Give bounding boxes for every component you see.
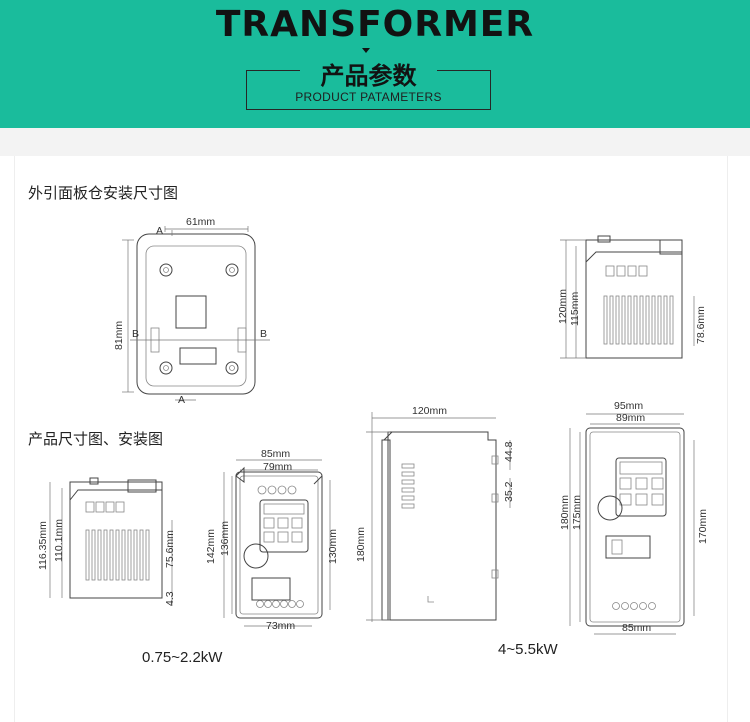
dim-small-side-h4: 4.3 [164, 591, 176, 606]
dim-large-side-w: 120mm [412, 405, 447, 417]
dim-small-side-h2: 110.1mm [53, 519, 65, 562]
dim-large-front-h1: 180mm [559, 495, 571, 530]
product-dimension-heading: 产品尺寸图、安装图 [28, 430, 164, 448]
large-front-drawing [569, 413, 695, 635]
dim-panel-height: 81mm [113, 321, 125, 350]
vent-slots-small [85, 529, 150, 581]
panel-install-heading: 外引面板仓安装尺寸图 [28, 184, 179, 202]
panel-cutout-drawing [122, 226, 270, 401]
dim-small-side-h3: 75.6mm [164, 530, 176, 568]
vent-slots-top [603, 295, 674, 345]
dim-large-side-d2: 35.2 [503, 481, 515, 502]
subtitle-line-left [246, 70, 300, 71]
dim-large-front-w1: 95mm [614, 400, 643, 412]
dim-small-front-h2: 136mm [219, 521, 231, 556]
section-b-right: B [260, 328, 267, 340]
section-a-top: A [156, 225, 163, 237]
dim-big-side-h2: 115mm [569, 292, 581, 326]
dim-small-front-w3: 73mm [266, 620, 295, 632]
diagram-panel [14, 156, 728, 722]
section-gap [0, 128, 750, 156]
title-notch-icon [362, 48, 370, 53]
section-a-bottom: A [178, 394, 185, 406]
small-model-range: 0.75~2.2kW [142, 649, 223, 666]
dim-large-front-w3: 85mm [622, 622, 651, 634]
dim-small-side-h1: 116.35mm [37, 521, 49, 570]
dim-large-front-h3: 170mm [697, 509, 709, 544]
brand-title: TRANSFORMER [215, 4, 535, 45]
dim-panel-width: 61mm [186, 216, 215, 228]
subtitle-english: PRODUCT PATAMETERS [295, 90, 442, 104]
section-b-left: B [132, 328, 139, 340]
dim-small-front-w2: 79mm [263, 461, 292, 473]
dim-small-front-w1: 85mm [261, 448, 290, 460]
dim-small-front-h3: 130mm [327, 529, 339, 564]
dim-large-front-h2: 175mm [571, 495, 583, 530]
large-model-range: 4~5.5kW [498, 641, 558, 658]
dim-big-side-h1: 120mm [557, 289, 569, 324]
large-side-drawing [366, 412, 511, 622]
large-side-drawing-top [560, 235, 695, 359]
dim-large-side-d1: 44.8 [503, 441, 515, 462]
dim-big-side-h3: 78.6mm [695, 306, 707, 344]
subtitle-line-right [437, 70, 491, 71]
subtitle-frame [246, 70, 491, 110]
header-banner [0, 0, 750, 128]
subtitle-chinese: 产品参数 [320, 62, 417, 90]
vent-slots-large-side [401, 463, 415, 509]
small-front-drawing [223, 459, 331, 627]
dim-small-front-h1: 142mm [205, 529, 217, 564]
small-side-drawing [49, 477, 173, 606]
dim-large-side-h: 180mm [355, 527, 367, 562]
dim-large-front-w2: 89mm [616, 412, 645, 424]
